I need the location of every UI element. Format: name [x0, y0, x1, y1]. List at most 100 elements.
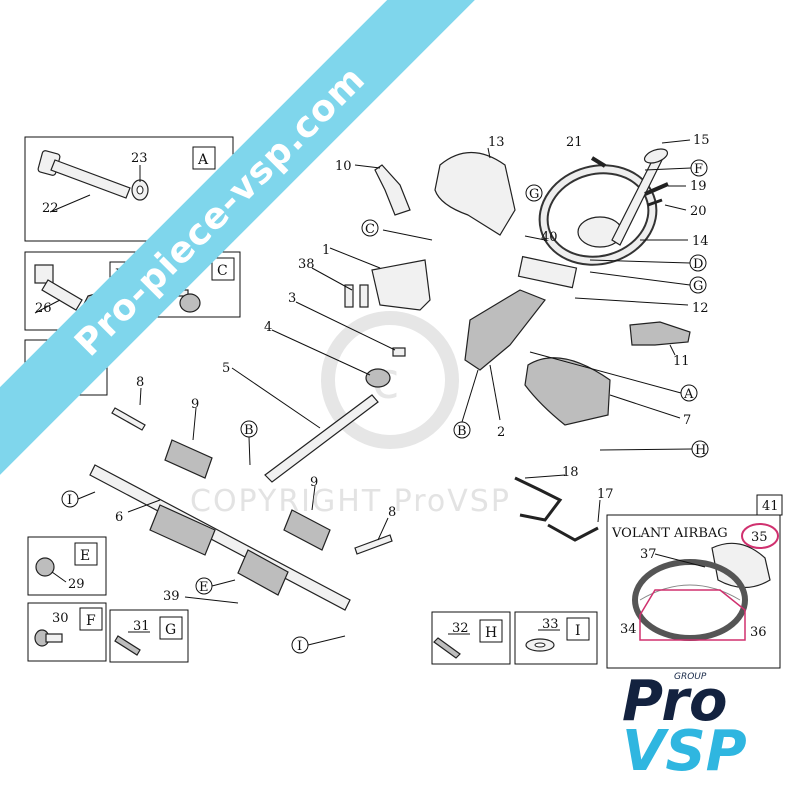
ref-b-center: B: [457, 424, 467, 439]
ref-h: H: [695, 443, 706, 458]
callout-22: 22: [42, 201, 59, 216]
ref-g-right: G: [693, 279, 703, 294]
callout-2: 2: [497, 425, 505, 440]
ref-i-left: I: [67, 493, 72, 508]
callout-6: 6: [115, 510, 123, 525]
callout-12: 12: [692, 301, 709, 316]
callout-33: 33: [542, 617, 559, 632]
callout-34: 34: [620, 622, 637, 637]
boot-9-right: [283, 509, 331, 551]
callout-19: 19: [690, 179, 707, 194]
ref-b-left: B: [244, 423, 254, 438]
callout-17: 17: [597, 487, 614, 502]
switch-10: [374, 164, 411, 216]
detail-box-i: I 33: [514, 611, 598, 665]
callout-9-top: 9: [191, 397, 199, 412]
callout-9-right: 9: [310, 475, 318, 490]
lock-plate-12: [517, 255, 578, 289]
part-3: [392, 347, 406, 357]
detail-box-h: H 32: [431, 611, 511, 665]
callout-4: 4: [264, 320, 272, 335]
provsp-logo: GROUP Pro VSP: [610, 672, 780, 782]
rack-boot-left: [149, 504, 216, 556]
callout-31: 31: [133, 619, 150, 634]
ref-g-top: G: [529, 187, 539, 202]
callout-8-right: 8: [388, 505, 396, 520]
harness-18: [514, 476, 563, 522]
callout-10: 10: [335, 159, 352, 174]
callout-13: 13: [488, 135, 505, 150]
copyright-circle-watermark: [321, 311, 459, 449]
callout-18: 18: [562, 465, 579, 480]
callout-32: 32: [452, 621, 469, 636]
box-h-letter: H: [485, 625, 497, 641]
circle-references: C G F D G A H B B I E I: [61, 159, 709, 654]
detail-box-g: G 31: [109, 609, 189, 663]
combination-switch-11: [629, 321, 691, 346]
callout-20: 20: [690, 204, 707, 219]
callout-29: 29: [68, 577, 85, 592]
ref-a: A: [683, 387, 694, 402]
airbag-module-35: [711, 542, 771, 589]
callout-labels: 10 13 21 15 19 20 14 12 11 7 40 1 38 3 4…: [115, 133, 710, 604]
callout-11: 11: [673, 354, 690, 369]
box-g-letter: G: [165, 622, 176, 638]
intermediate-shaft-5: [264, 394, 379, 483]
plate-38a: [344, 284, 354, 308]
long-bolt-22: [37, 150, 131, 199]
callout-30: 30: [52, 611, 69, 626]
callout-38: 38: [298, 257, 315, 272]
tie-rod-end-8-right: [354, 534, 393, 555]
callout-7: 7: [683, 413, 691, 428]
callout-1: 1: [322, 243, 330, 258]
bracket-1: [371, 259, 431, 311]
box-c-letter: C: [217, 263, 228, 279]
ref-e: E: [199, 580, 209, 595]
lower-cover-7: [524, 357, 611, 426]
upper-cover-13: [434, 152, 516, 236]
box-f-letter: F: [86, 613, 96, 629]
steering-wheel-14: [538, 164, 658, 266]
tie-rod-end-8-left: [111, 407, 146, 431]
callout-23: 23: [131, 151, 148, 166]
callout-15: 15: [693, 133, 710, 148]
callout-37: 37: [640, 547, 657, 562]
callout-3: 3: [288, 291, 296, 306]
box-e-letter: E: [80, 548, 90, 564]
logo-group-text: GROUP: [674, 672, 707, 682]
column-body-2: [464, 289, 546, 371]
inset-volant-airbag: 41 VOLANT AIRBAG 35 37 34 36: [606, 494, 783, 669]
ref-d: D: [693, 257, 703, 272]
seal-4: [365, 368, 391, 388]
callout-35: 35: [751, 530, 768, 545]
plate-38b: [359, 284, 369, 308]
ref-c: C: [365, 222, 375, 237]
harness-17: [547, 523, 599, 542]
highlight-circle-35: [741, 523, 779, 549]
inset-title: VOLANT AIRBAG: [611, 526, 728, 541]
inset-number: 41: [762, 499, 779, 514]
callout-5: 5: [222, 361, 230, 376]
detail-box-a: A 23 22 24: [24, 136, 234, 242]
boot-9-top: [164, 439, 213, 479]
rack-boot-right: [237, 549, 289, 596]
box-i-letter: I: [575, 623, 581, 639]
part-21: [590, 156, 607, 168]
part-19: [644, 182, 669, 196]
detail-box-e: E 29: [27, 536, 107, 596]
callout-39: 39: [163, 589, 180, 604]
callout-21: 21: [566, 135, 583, 150]
part-20: [647, 198, 663, 207]
ref-f: F: [694, 162, 703, 177]
logo-vsp-text: VSP: [622, 719, 747, 784]
callout-14: 14: [692, 234, 709, 249]
box-a-letter: A: [197, 152, 209, 168]
callout-40: 40: [541, 230, 558, 245]
logo-pro-text: Pro: [622, 669, 728, 734]
copyright-watermark-text: COPYRIGHT ProVSP: [190, 484, 511, 519]
callout-36: 36: [750, 625, 767, 640]
ref-i-bottom: I: [297, 639, 302, 654]
detail-box-f: F 30: [27, 602, 107, 662]
callout-26: 26: [35, 301, 52, 316]
